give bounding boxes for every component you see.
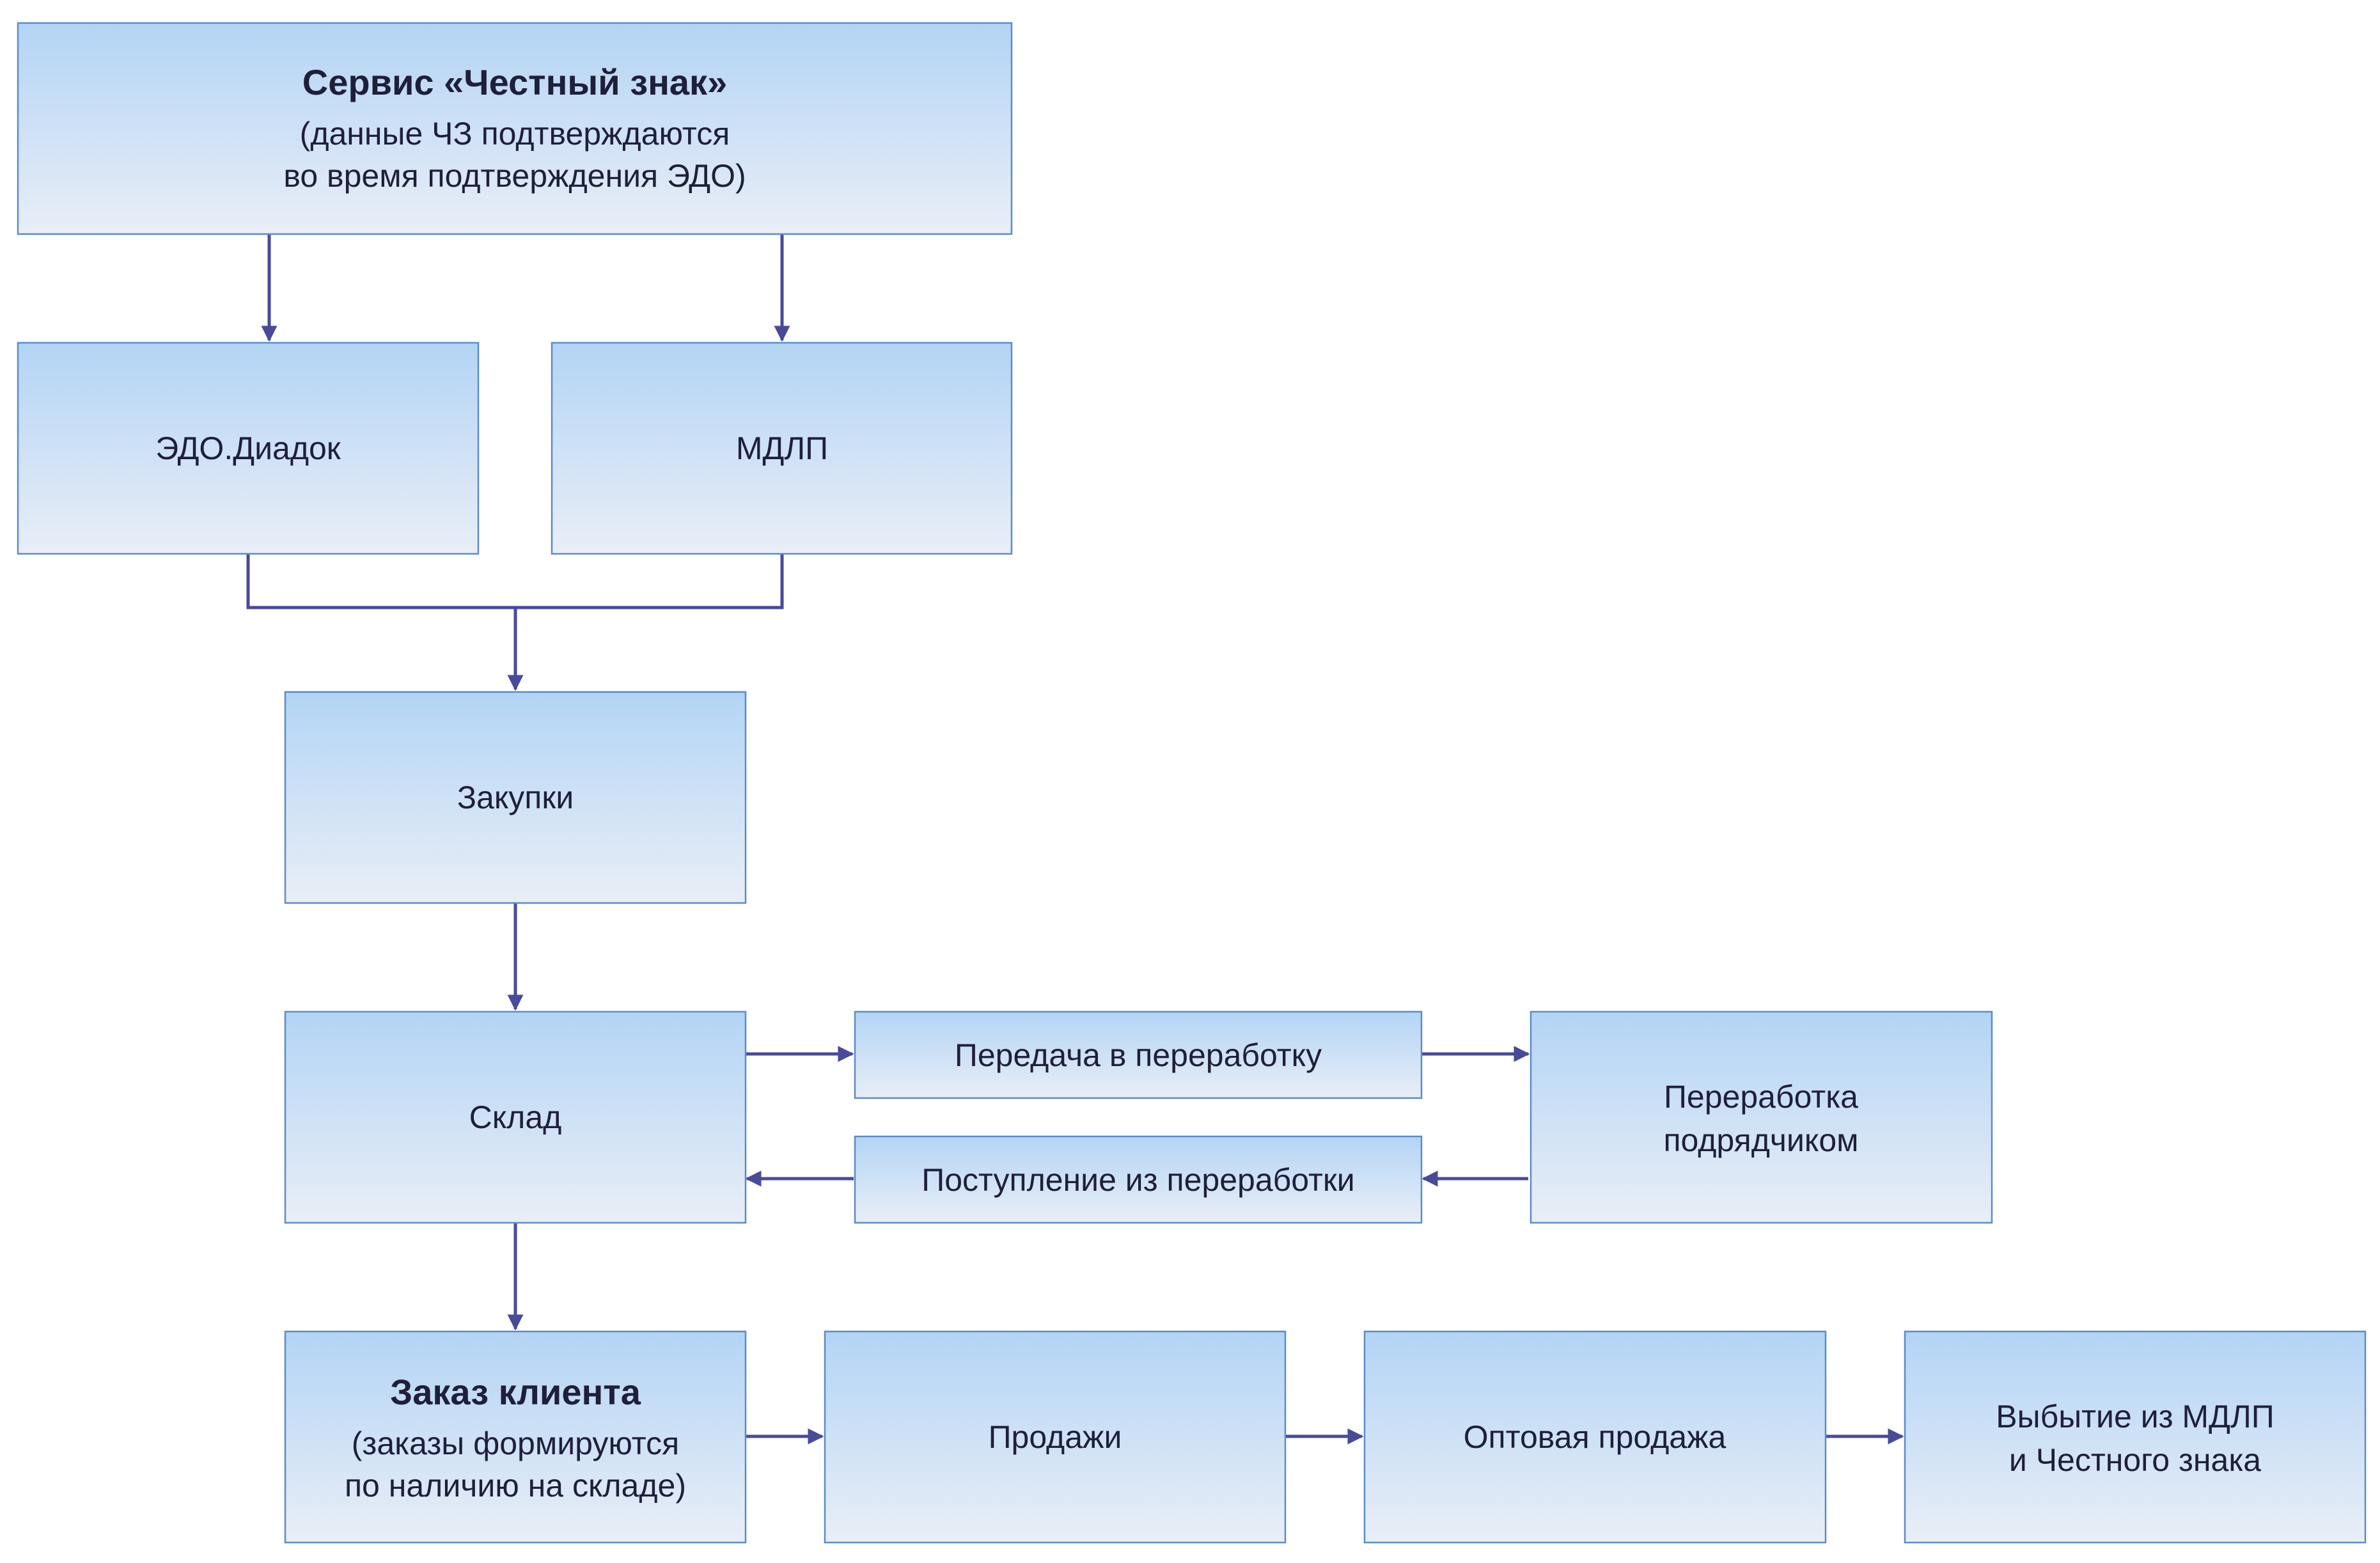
node-vybytie[interactable]: Выбытие из МДЛП и Честного знака	[1904, 1330, 2367, 1544]
node-pererabotka-line2: подрядчиком	[1663, 1122, 1858, 1158]
node-sklad-label: Склад	[469, 1099, 562, 1135]
node-prodazhi-label: Продажи	[989, 1419, 1122, 1455]
node-edo-diadok[interactable]: ЭДО.Диадок	[17, 342, 480, 555]
node-peredacha[interactable]: Передача в переработку	[854, 1010, 1423, 1099]
node-postuplenie[interactable]: Поступление из переработки	[854, 1135, 1423, 1224]
node-chestny-znak-subtitle-line1: (данные ЧЗ подтверждаются	[300, 116, 730, 152]
connector-mdlp-merge	[515, 554, 784, 609]
node-zakaz-title: Заказ клиента	[390, 1372, 641, 1412]
node-pererabotka-line1: Переработка	[1664, 1079, 1858, 1115]
node-zakaz-subtitle-line2: по наличию на складе)	[345, 1468, 686, 1504]
node-peredacha-label: Передача в переработку	[955, 1037, 1322, 1073]
node-zakaz[interactable]: Заказ клиента (заказы формируются по нал…	[284, 1330, 747, 1544]
connector-edo-diadok-merge	[246, 554, 515, 609]
node-chestny-znak-title: Сервис «Честный знак»	[302, 62, 727, 102]
node-prodazhi[interactable]: Продажи	[824, 1330, 1287, 1544]
node-pererabotka[interactable]: Переработка подрядчиком	[1530, 1010, 1993, 1224]
node-optovaya[interactable]: Оптовая продажа	[1363, 1330, 1827, 1544]
node-edo-diadok-label: ЭДО.Диадок	[155, 430, 341, 466]
node-postuplenie-label: Поступление из переработки	[921, 1162, 1354, 1198]
node-chestny-znak-subtitle-line2: во время подтверждения ЭДО)	[283, 158, 746, 194]
node-sklad[interactable]: Склад	[284, 1010, 747, 1224]
node-mdlp[interactable]: МДЛП	[551, 342, 1013, 555]
node-zakupki-label: Закупки	[457, 780, 574, 815]
node-chestny-znak[interactable]: Сервис «Честный знак» (данные ЧЗ подтвер…	[17, 22, 1013, 235]
node-vybytie-line2: и Честного знака	[2009, 1442, 2261, 1478]
node-zakaz-subtitle-line1: (заказы формируются	[352, 1426, 679, 1461]
node-optovaya-label: Оптовая продажа	[1464, 1419, 1726, 1455]
node-vybytie-line1: Выбытие из МДЛП	[1996, 1399, 2274, 1434]
connectors	[246, 234, 1904, 1445]
node-mdlp-label: МДЛП	[736, 430, 828, 466]
node-zakupki[interactable]: Закупки	[284, 691, 747, 904]
